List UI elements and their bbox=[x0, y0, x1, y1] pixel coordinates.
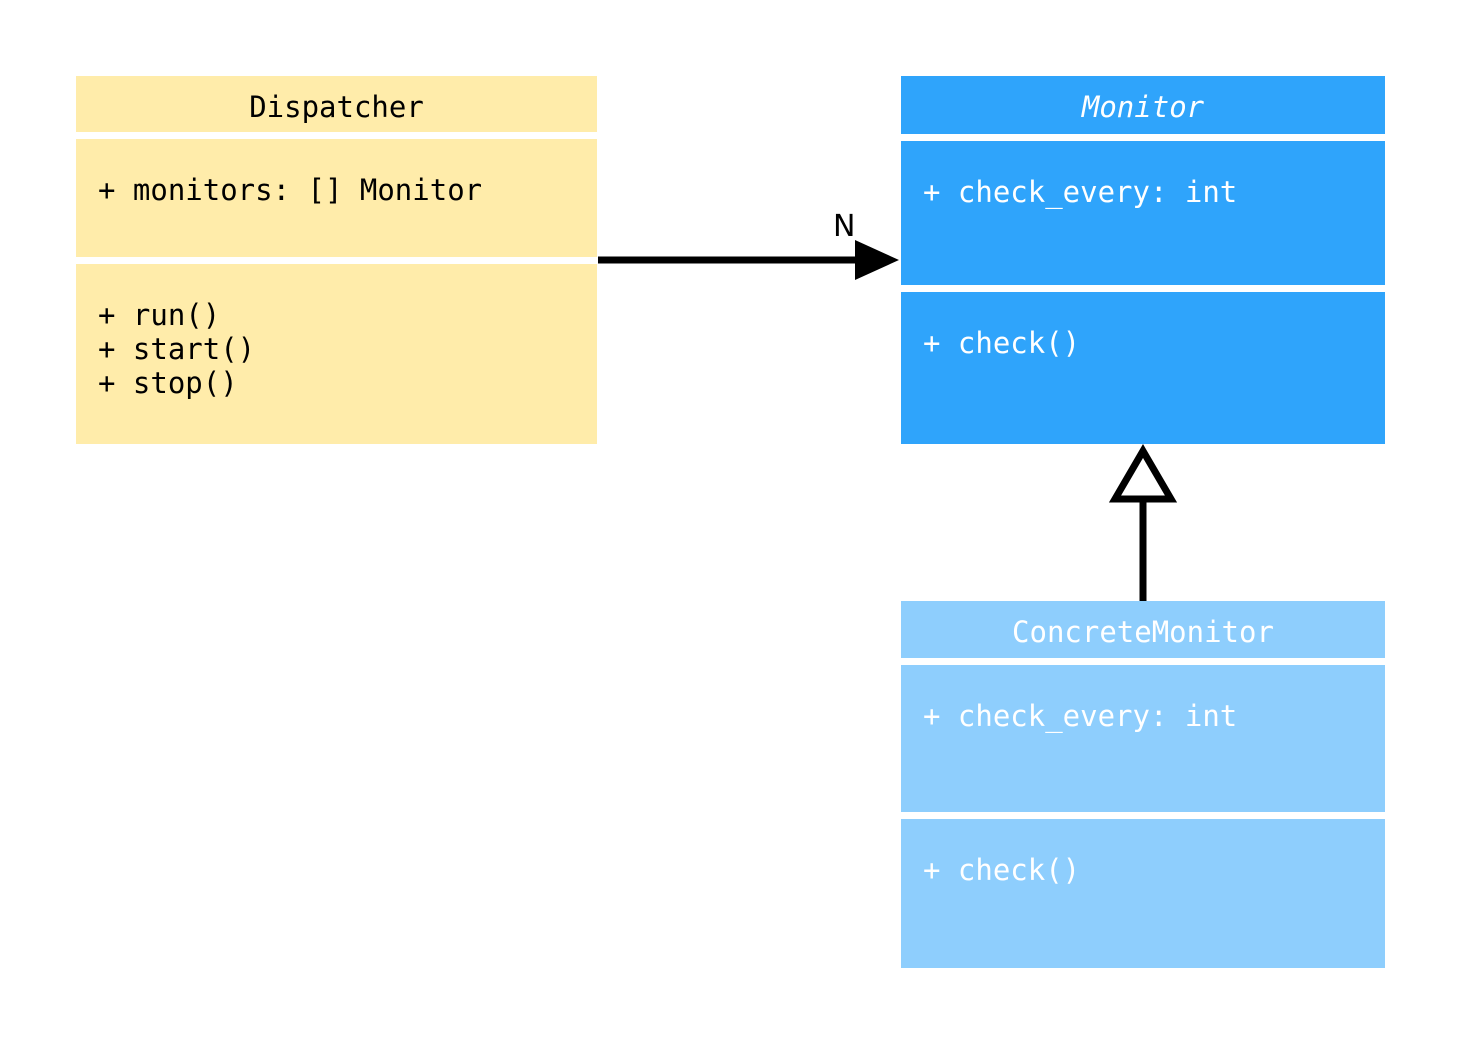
monitor-separator-1 bbox=[901, 134, 1385, 141]
filled-triangle-arrowhead-icon bbox=[855, 240, 899, 280]
monitor-separator-2 bbox=[901, 285, 1385, 292]
dispatcher-attributes-list: + monitors: [] Monitor bbox=[98, 173, 483, 207]
dispatcher-operations-list: + run() + start() + stop() bbox=[98, 298, 256, 400]
dispatcher-class-name: Dispatcher bbox=[249, 90, 424, 124]
concretemonitor-attributes-list: + check_every: int bbox=[923, 699, 1238, 733]
monitor-title-compartment: Monitor bbox=[901, 76, 1385, 134]
uml-class-concretemonitor[interactable]: ConcreteMonitor + check_every: int + che… bbox=[901, 601, 1385, 968]
hollow-triangle-arrowhead-icon bbox=[1108, 444, 1178, 503]
uml-class-dispatcher[interactable]: Dispatcher + monitors: [] Monitor + run(… bbox=[76, 76, 597, 444]
monitor-attributes-list: + check_every: int bbox=[923, 175, 1238, 209]
concretemonitor-title-compartment: ConcreteMonitor bbox=[901, 601, 1385, 658]
monitor-attributes-compartment: + check_every: int bbox=[901, 141, 1385, 285]
association-multiplicity-label: N bbox=[833, 209, 856, 244]
concretemonitor-operations-compartment: + check() bbox=[901, 819, 1385, 968]
monitor-operations-list: + check() bbox=[923, 326, 1081, 360]
monitor-operations-compartment: + check() bbox=[901, 292, 1385, 444]
concretemonitor-class-name: ConcreteMonitor bbox=[1012, 615, 1274, 649]
concretemonitor-attributes-compartment: + check_every: int bbox=[901, 665, 1385, 812]
generalization-edge-concretemonitor-monitor[interactable] bbox=[1108, 444, 1178, 601]
dispatcher-attributes-compartment: + monitors: [] Monitor bbox=[76, 139, 597, 257]
concretemonitor-separator-1 bbox=[901, 658, 1385, 665]
dispatcher-separator-1 bbox=[76, 132, 597, 139]
concretemonitor-operations-list: + check() bbox=[923, 853, 1081, 887]
dispatcher-separator-2 bbox=[76, 257, 597, 264]
concretemonitor-separator-2 bbox=[901, 812, 1385, 819]
association-edge-dispatcher-monitor[interactable] bbox=[598, 240, 899, 280]
dispatcher-operations-compartment: + run() + start() + stop() bbox=[76, 264, 597, 444]
uml-class-monitor[interactable]: Monitor + check_every: int + check() bbox=[901, 76, 1385, 444]
dispatcher-title-compartment: Dispatcher bbox=[76, 76, 597, 132]
monitor-class-name: Monitor bbox=[1081, 90, 1205, 124]
